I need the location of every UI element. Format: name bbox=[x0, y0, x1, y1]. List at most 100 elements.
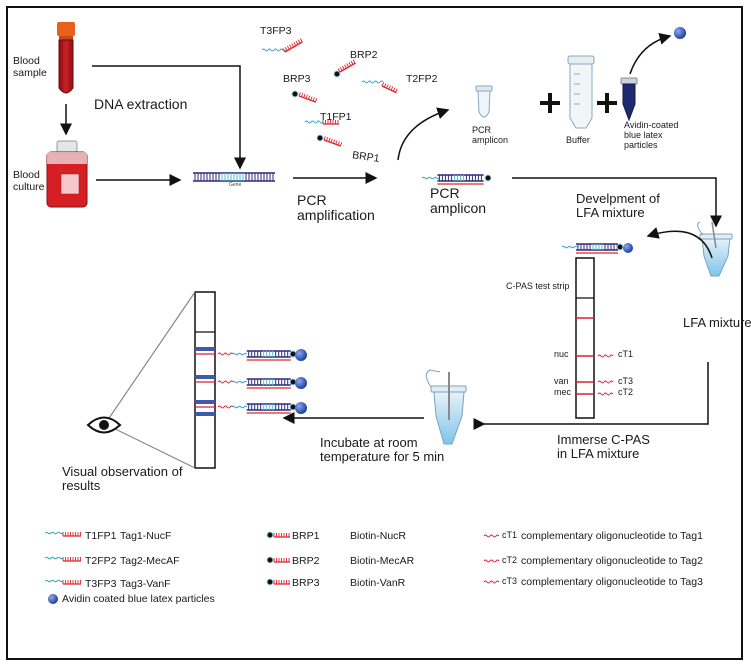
ct1-label: cT1 bbox=[618, 349, 634, 359]
blue-bead-icon bbox=[623, 243, 633, 253]
figure-frame bbox=[6, 6, 743, 660]
legend-code: cT1 bbox=[502, 530, 518, 540]
legend-icons bbox=[44, 531, 500, 604]
eye-icon bbox=[86, 416, 122, 434]
development-label: Develpment of LFA mixture bbox=[576, 191, 660, 221]
legend-code: BRP3 bbox=[292, 577, 320, 589]
blood-culture-flask-icon bbox=[46, 140, 88, 208]
arrow-to-bead bbox=[629, 32, 672, 75]
biotin-icon bbox=[316, 134, 324, 142]
tag-wave bbox=[361, 80, 384, 84]
arrow-to-lfa-mixture bbox=[512, 177, 722, 228]
probe-wave bbox=[597, 392, 614, 396]
cpas-strip-label: C-PAS test strip bbox=[506, 281, 570, 291]
blue-bead-icon bbox=[674, 27, 686, 39]
arrow-amplicon-to-reagents bbox=[397, 107, 450, 161]
legend-code: cT2 bbox=[502, 555, 518, 565]
biotin-icon bbox=[616, 243, 624, 251]
probe-wave bbox=[217, 352, 234, 356]
immerse-label: Immerse C-PAS in LFA mixture bbox=[557, 432, 650, 462]
biotin-icon bbox=[266, 556, 274, 564]
gene-dna-icon bbox=[193, 172, 275, 182]
brp3-label: BRP3 bbox=[283, 73, 311, 85]
probe-wave bbox=[597, 380, 614, 384]
primer-comb bbox=[337, 59, 356, 73]
tag-wave bbox=[231, 352, 248, 356]
visual-observation-label: Visual observation of results bbox=[62, 464, 183, 494]
biotin-icon bbox=[484, 174, 492, 182]
probe-wave bbox=[483, 580, 500, 584]
arrow-tube-to-complex bbox=[646, 227, 713, 259]
probe-wave bbox=[483, 559, 500, 563]
pcr-amplification-label: PCR amplification bbox=[297, 192, 375, 224]
legend-desc: Tag3-VanF bbox=[120, 578, 171, 590]
mec-label: mec bbox=[554, 387, 572, 397]
pcr-tube-icon bbox=[475, 85, 493, 118]
van-label: van bbox=[554, 376, 569, 386]
blood-sample-tube-icon bbox=[57, 22, 75, 94]
primer-comb bbox=[62, 532, 81, 537]
legend-desc: Biotin-MecAR bbox=[350, 555, 415, 567]
pcr-amplicon-icon bbox=[421, 174, 492, 185]
buffer-label: Buffer bbox=[566, 135, 590, 145]
legend-desc: Biotin-NucR bbox=[350, 530, 407, 542]
legend-code: T3FP3 bbox=[85, 578, 117, 590]
avidin-particles-tube-icon bbox=[620, 77, 638, 122]
legend-desc: complementary oligonucleotide to Tag2 bbox=[521, 555, 703, 567]
tag-wave bbox=[231, 405, 248, 409]
tag-wave bbox=[231, 380, 248, 384]
probe-wave bbox=[483, 534, 500, 538]
t2fp2-label: T2FP2 bbox=[406, 73, 438, 85]
primer-comb bbox=[282, 38, 303, 53]
tag-wave bbox=[44, 556, 64, 560]
blue-bead-icon bbox=[295, 349, 307, 361]
biotin-icon bbox=[333, 70, 341, 78]
blue-bead-icon bbox=[48, 594, 58, 604]
arrow-sample-to-gene bbox=[92, 65, 246, 170]
primer-comb bbox=[62, 580, 81, 585]
tag-wave bbox=[44, 531, 64, 535]
tag-wave bbox=[44, 579, 64, 583]
legend-desc: Tag1-NucF bbox=[120, 530, 172, 542]
tagged-amplicon-bead-complex-icon bbox=[561, 243, 633, 254]
pcr-amplicon-small-label: PCR amplicon bbox=[472, 125, 509, 145]
lfa-mixture-tube-icon bbox=[697, 221, 733, 277]
lfa-mixture-label: LFA mixture bbox=[683, 315, 751, 330]
immersion-tube-icon bbox=[425, 369, 467, 445]
blood-sample-label: Blood sample bbox=[13, 55, 47, 79]
primer-comb bbox=[323, 136, 343, 147]
biotin-icon bbox=[291, 90, 299, 98]
cpas-test-strip bbox=[575, 257, 595, 419]
legend-desc: complementary oligonucleotide to Tag1 bbox=[521, 530, 703, 542]
strip-probe-squiggles bbox=[597, 354, 614, 396]
t1fp1-label: T1FP1 bbox=[320, 111, 352, 123]
blue-bead-icon bbox=[295, 377, 307, 389]
brp2-label: BRP2 bbox=[350, 49, 378, 61]
buffer-tube-icon bbox=[567, 55, 595, 129]
biotin-icon bbox=[266, 578, 274, 586]
legend-code: cT3 bbox=[502, 576, 518, 586]
legend-code: BRP2 bbox=[292, 555, 320, 567]
blue-bead-icon bbox=[295, 402, 307, 414]
incubate-label: Incubate at room temperature for 5 min bbox=[320, 435, 445, 465]
nuc-label: nuc bbox=[554, 349, 569, 359]
avidin-particles-label: Avidin-coated blue latex particles bbox=[624, 120, 679, 150]
view-line bbox=[104, 423, 196, 469]
legend-code: T2FP2 bbox=[85, 555, 117, 567]
blood-culture-label: Blood culture bbox=[13, 169, 45, 193]
legend-code: BRP1 bbox=[292, 530, 320, 542]
plus-sign-icon bbox=[597, 93, 617, 113]
legend-code: T1FP1 bbox=[85, 530, 117, 542]
legend-desc: complementary oligonucleotide to Tag3 bbox=[521, 576, 703, 588]
t3fp3-label: T3FP3 bbox=[260, 25, 292, 37]
dna-extraction-label: DNA extraction bbox=[94, 96, 188, 112]
legend-desc: Tag2-MecAF bbox=[120, 555, 180, 567]
ct2-label: cT2 bbox=[618, 387, 634, 397]
plus-sign-icon bbox=[540, 93, 560, 113]
probe-wave bbox=[597, 354, 614, 358]
probe-wave bbox=[217, 405, 234, 409]
primer-comb bbox=[298, 92, 318, 103]
bound-complexes-group bbox=[217, 349, 307, 414]
view-line bbox=[104, 291, 196, 425]
